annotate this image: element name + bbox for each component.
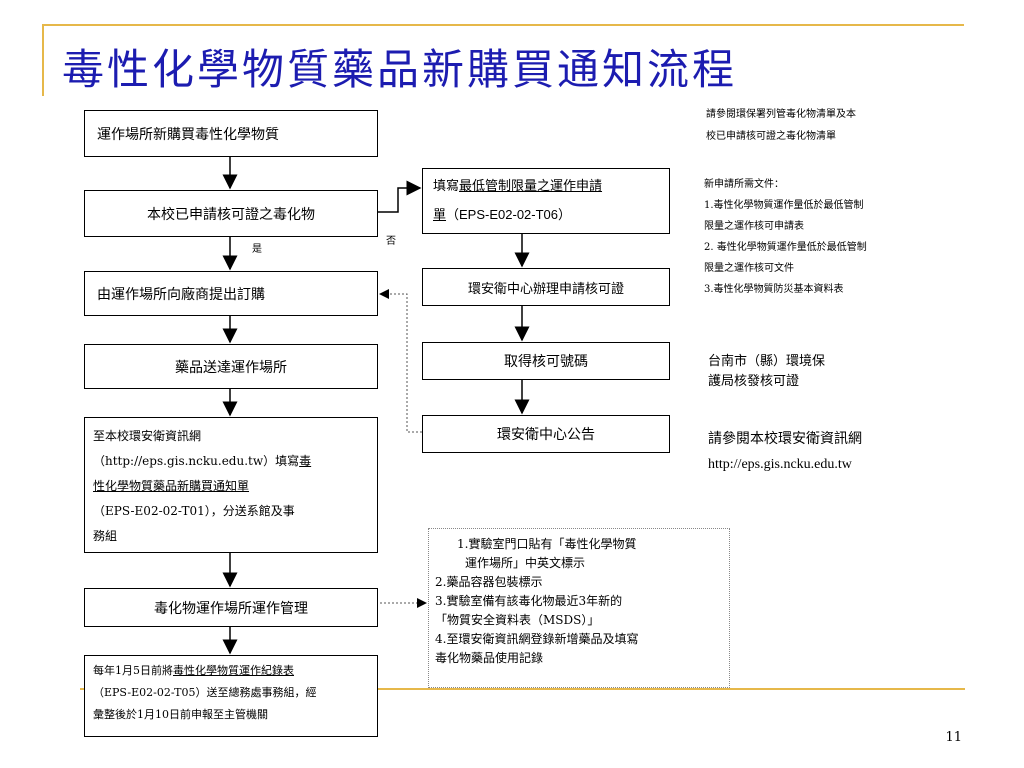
- website-line-1: 請參閱本校環安衛資訊網: [708, 431, 862, 447]
- bottom-rule: [80, 688, 965, 690]
- step-delivery-label: 藥品送達運作場所: [175, 359, 287, 376]
- notify-line-5: 務組: [93, 529, 118, 543]
- note-website: 請參閱本校環安衛資訊網 http://eps.gis.ncku.edu.tw: [708, 426, 862, 478]
- step-approved-check-label: 本校已申請核可證之毒化物: [147, 206, 315, 223]
- note-checklist-line-2: 校已申請核可證之毒化物清單: [706, 131, 836, 142]
- annual-line-3: 彙整後於1月10日前申報至主管機關: [93, 708, 268, 721]
- notify-line-3: 性化學物質藥品新購買通知單: [93, 479, 250, 493]
- step-notify-form: 至本校環安衛資訊網 （http://eps.gis.ncku.edu.tw）填寫…: [84, 417, 378, 553]
- step-place-order-label: 由運作場所向廠商提出訂購: [97, 286, 265, 303]
- docs-title: 新申請所需文件：: [704, 179, 784, 190]
- mgmt-item-1b: 運作場所」中英文標示: [465, 556, 586, 570]
- step-delivery: 藥品送達運作場所: [84, 344, 378, 389]
- yes-label: 是: [252, 244, 262, 255]
- step-center-announcement-label: 環安衛中心公告: [497, 427, 595, 443]
- fill-line-2-underlined: 單: [433, 208, 447, 223]
- mgmt-item-2: 2.藥品容器包裝標示: [435, 575, 543, 589]
- issuer-line-1: 台南市（縣）環境保: [708, 354, 826, 369]
- mgmt-item-4a: 4.至環安衛資訊網登錄新增藥品及填寫: [435, 632, 639, 646]
- page-number: 11: [945, 730, 962, 745]
- step-operation-management: 毒化物運作場所運作管理: [84, 588, 378, 627]
- website-link[interactable]: http://eps.gis.ncku.edu.tw: [708, 457, 852, 472]
- step-notify-form-text: 至本校環安衛資訊網 （http://eps.gis.ncku.edu.tw）填寫…: [93, 424, 311, 549]
- step-fill-application-text: 填寫最低管制限量之運作申請 單（EPS-E02-02-T06）: [433, 173, 602, 230]
- docs-item-3: 3.毒性化學物質防災基本資料表: [704, 284, 844, 295]
- docs-item-1b: 限量之運作核可申請表: [704, 221, 804, 232]
- note-required-docs: 新申請所需文件： 1.毒性化學物質運作量低於最低管制 限量之運作核可申請表 2.…: [704, 174, 867, 300]
- step-annual-record-text: 每年1月5日前將毒性化學物質運作紀錄表 （EPS-E02-02-T05）送至總務…: [93, 660, 317, 726]
- arrow-dotted-return: [379, 289, 422, 433]
- fill-line-1-underlined: 最低管制限量之運作申請: [459, 179, 603, 194]
- step-center-announcement: 環安衛中心公告: [422, 415, 670, 453]
- fill-line-1: 填寫最低管制限量之運作申請: [433, 173, 602, 201]
- step-operation-management-label: 毒化物運作場所運作管理: [154, 600, 308, 617]
- mgmt-item-3: 3.實驗室備有該毒化物最近3年新的: [435, 594, 623, 608]
- fill-line-2-text: （EPS-E02-02-T06）: [446, 207, 572, 222]
- slide-title: 毒性化學物質藥品新購買通知流程: [62, 45, 738, 94]
- note-checklist: 請參閱環保署列管毒化物清單及本 校已申請核可證之毒化物清單: [706, 104, 856, 148]
- step-annual-record: 每年1月5日前將毒性化學物質運作紀錄表 （EPS-E02-02-T05）送至總務…: [84, 655, 378, 737]
- no-label: 否: [386, 236, 396, 247]
- step-place-order: 由運作場所向廠商提出訂購: [84, 271, 378, 316]
- fill-line-2: 單（EPS-E02-02-T06）: [433, 201, 602, 230]
- docs-item-2a: 2. 毒性化學物質運作量低於最低管制: [704, 242, 867, 253]
- step-approved-check: 本校已申請核可證之毒化物: [84, 190, 378, 237]
- left-rule: [42, 24, 44, 96]
- step-fill-application: 填寫最低管制限量之運作申請 單（EPS-E02-02-T06）: [422, 168, 670, 234]
- step-obtain-number: 取得核可號碼: [422, 342, 670, 380]
- step-center-processing-label: 環安衛中心辦理申請核可證: [467, 281, 624, 297]
- management-requirements: 1.實驗室門口貼有「毒性化學物質 運作場所」中英文標示 2.藥品容器包裝標示 3…: [428, 528, 730, 688]
- notify-line-2-text: （http://eps.gis.ncku.edu.tw）填寫: [93, 454, 300, 468]
- docs-item-1a: 1.毒性化學物質運作量低於最低管制: [704, 200, 864, 211]
- mgmt-item-4b: 毒化物藥品使用記錄: [435, 651, 544, 665]
- step-center-processing: 環安衛中心辦理申請核可證: [422, 268, 670, 306]
- notify-line-4: （EPS-E02-02-T01），分送系館及事: [93, 504, 295, 518]
- note-checklist-line-1: 請參閱環保署列管毒化物清單及本: [706, 109, 856, 120]
- note-issuer: 台南市（縣）環境保 護局核發核可證: [708, 352, 825, 392]
- notify-line-1: 至本校環安衛資訊網: [93, 429, 202, 443]
- notify-line-2-underlined: 毒: [299, 454, 312, 468]
- docs-item-2b: 限量之運作核可文件: [704, 263, 794, 274]
- annual-line-1: 每年1月5日前將毒性化學物質運作紀錄表: [93, 660, 317, 682]
- issuer-line-2: 護局核發核可證: [708, 374, 800, 389]
- top-rule: [42, 24, 964, 26]
- annual-line-1-text: 每年1月5日前將: [93, 664, 173, 677]
- annual-line-1-underlined: 毒性化學物質運作紀錄表: [173, 664, 294, 677]
- notify-line-2: （http://eps.gis.ncku.edu.tw）填寫毒: [93, 449, 311, 474]
- step-obtain-number-label: 取得核可號碼: [504, 354, 588, 370]
- annual-line-2: （EPS-E02-02-T05）送至總務處事務組，經: [93, 686, 317, 699]
- mgmt-item-1a: 1.實驗室門口貼有「毒性化學物質: [457, 537, 637, 551]
- step-new-purchase-label: 運作場所新購買毒性化學物質: [97, 126, 279, 143]
- mgmt-item-3b: 「物質安全資料表（MSDS）」: [435, 613, 600, 627]
- arrow-no-branch: [378, 180, 422, 213]
- fill-line-1-text: 填寫: [433, 179, 460, 194]
- step-new-purchase: 運作場所新購買毒性化學物質: [84, 110, 378, 157]
